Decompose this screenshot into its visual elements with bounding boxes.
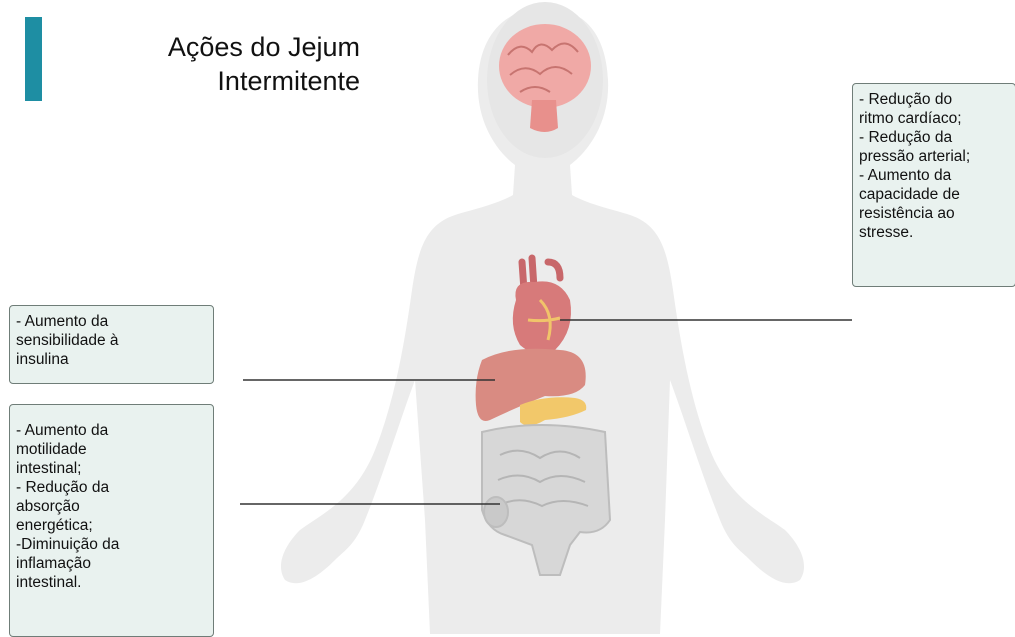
callout-intestine-line: -Diminuição da: [16, 535, 207, 554]
callout-heart-line: - Redução da: [859, 128, 1009, 147]
callout-heart-line: pressão arterial;: [859, 147, 1009, 166]
callout-intestine-line: - Redução da: [16, 478, 207, 497]
callout-intestine-line: intestinal;: [16, 459, 207, 478]
callout-liver-line: sensibilidade à: [16, 331, 207, 350]
accent-bar: [25, 17, 42, 101]
callout-intestine: - Aumento da motilidade intestinal; - Re…: [9, 404, 214, 637]
callout-intestine-line: - Aumento da: [16, 421, 207, 440]
callout-heart: - Redução do ritmo cardíaco; - Redução d…: [852, 83, 1015, 287]
callout-intestine-line: intestinal.: [16, 573, 207, 592]
callout-liver: - Aumento da sensibilidade à insulina: [9, 305, 214, 384]
callout-intestine-line: inflamação: [16, 554, 207, 573]
callout-heart-line: capacidade de: [859, 185, 1009, 204]
callout-heart-line: - Redução do: [859, 90, 1009, 109]
callout-heart-line: stresse.: [859, 223, 1009, 242]
callout-intestine-line: motilidade: [16, 440, 207, 459]
callout-heart-line: - Aumento da: [859, 166, 1009, 185]
callout-liver-line: - Aumento da: [16, 312, 207, 331]
title-line-2: Intermitente: [120, 64, 360, 98]
callout-intestine-line: energética;: [16, 516, 207, 535]
title-line-1: Ações do Jejum: [120, 30, 360, 64]
callout-heart-line: resistência ao: [859, 204, 1009, 223]
callout-liver-line: insulina: [16, 350, 207, 369]
page-title: Ações do Jejum Intermitente: [120, 30, 360, 98]
callout-heart-line: ritmo cardíaco;: [859, 109, 1009, 128]
callout-intestine-line: absorção: [16, 497, 207, 516]
